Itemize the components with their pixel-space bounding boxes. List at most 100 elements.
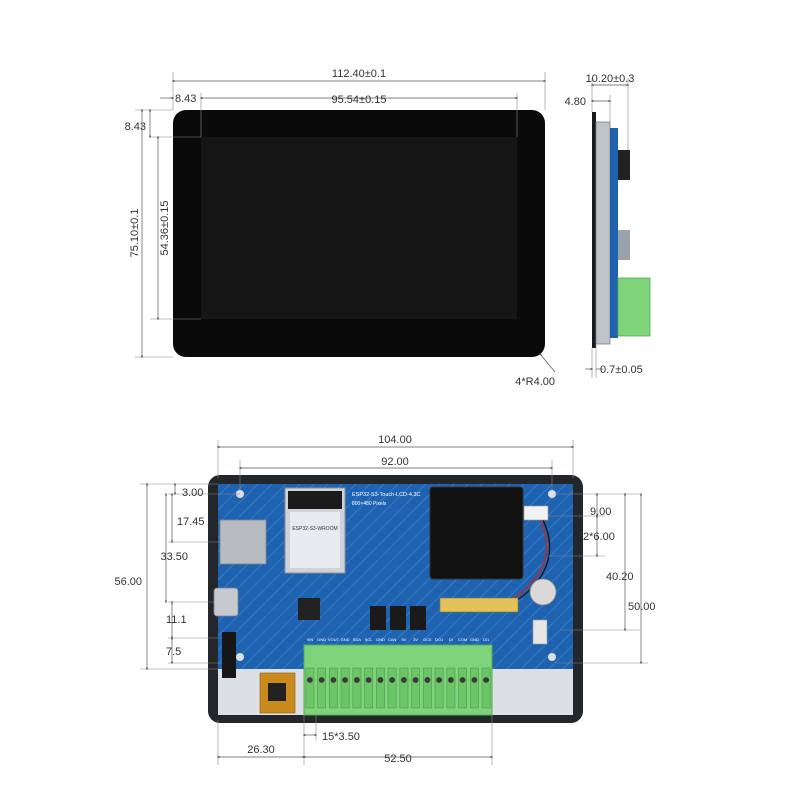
terminal-screw <box>318 677 325 683</box>
button <box>532 619 548 645</box>
terminal-slot <box>469 667 479 709</box>
terminal-slot <box>328 667 338 709</box>
terminal-label: DC5 <box>423 637 432 642</box>
pin-header <box>222 632 236 678</box>
terminal-screw <box>307 677 313 683</box>
silkscreen-title: ESP32-S3-Touch-LCD-4.3C <box>352 492 421 498</box>
jst-connector <box>523 505 549 521</box>
terminal-label: COM <box>458 637 467 642</box>
dim-back-height: 56.00 <box>114 576 142 588</box>
dim-back-top-offset: 3.00 <box>182 487 203 499</box>
terminal-label: CAN <box>388 637 397 642</box>
terminal-slot <box>422 667 432 709</box>
dim-back-width: 104.00 <box>378 434 412 446</box>
terminal-label: SCL <box>365 637 374 642</box>
dim-side-glass: 0.7±0.05 <box>600 364 643 376</box>
terminal-slot <box>352 667 362 709</box>
terminal-screws <box>305 667 491 709</box>
side-pcb <box>610 128 618 338</box>
dim-back-left-offset: 26.30 <box>247 744 275 756</box>
dim-back-right-top: 9.00 <box>590 506 611 518</box>
side-usb <box>618 230 630 260</box>
front-view: 112.40±0.1 8.43 95.54±0.15 8.43 75.10±0.… <box>125 68 556 388</box>
dim-back-usb-offset: 33.50 <box>160 551 188 563</box>
terminal-label: GND <box>341 637 350 642</box>
terminal-screw <box>424 677 431 683</box>
dim-back-terminal-width: 52.50 <box>384 753 412 765</box>
terminal-slot <box>317 667 326 709</box>
dim-back-right-overall: 50.00 <box>628 601 656 613</box>
side-view: 10.20±0.3 4.80 0.7±0.05 <box>565 73 651 378</box>
dim-back-header-pitch: 7.5 <box>166 646 181 658</box>
module-label: ESP32-S3-WROOM <box>292 526 337 532</box>
terminal-label: DI <box>449 637 453 642</box>
terminal-slot <box>305 667 315 709</box>
dim-front-bezel-top: 8.43 <box>125 121 146 133</box>
dim-front-bezel-left: 8.43 <box>175 93 196 105</box>
side-connector <box>618 150 630 180</box>
dim-back-tf-offset: 17.45 <box>177 516 205 528</box>
speaker <box>429 486 524 580</box>
terminal-label: SDA <box>353 637 362 642</box>
back-view: ESP32-S3-WROOM ESP32-S3-Touch-LCD-4.3C 8… <box>114 434 656 765</box>
terminal-slot <box>434 667 444 709</box>
dim-side-depth: 10.20±0.3 <box>586 73 635 85</box>
dim-front-screen-width: 95.54±0.15 <box>332 94 387 106</box>
terminal-screw <box>471 677 478 683</box>
terminal-screw <box>436 677 442 683</box>
speaker-wire <box>509 519 548 601</box>
dim-front-corner-radius: 4*R4.00 <box>515 376 555 388</box>
terminal-screw <box>412 677 419 683</box>
mount-hole <box>236 653 244 661</box>
dim-back-terminal-pitch: 15*3.50 <box>322 731 360 743</box>
dim-front-height: 75.10±0.1 <box>129 209 141 258</box>
usb-c-port <box>213 587 239 617</box>
side-terminal-block <box>617 277 651 337</box>
terminal-label: VIN <box>307 637 314 642</box>
mount-hole <box>548 490 556 498</box>
fpc-connector <box>439 597 519 613</box>
terminal-screw <box>448 677 454 683</box>
terminal-screw <box>377 677 384 683</box>
dim-back-usb-to-header: 11.1 <box>166 614 187 626</box>
terminal-slot <box>340 667 350 709</box>
terminal-slot <box>458 667 467 709</box>
display-active-area <box>201 137 517 319</box>
terminal-label: 5V <box>401 637 406 642</box>
terminal-slot <box>481 667 491 709</box>
terminal-screw <box>365 677 372 683</box>
terminal-label: DI1 <box>483 637 490 642</box>
terminal-label: GND <box>470 637 479 642</box>
terminal-screw <box>401 677 407 683</box>
rtc-battery <box>529 578 557 606</box>
side-frame <box>595 121 611 345</box>
dim-back-hole-spacing: 92.00 <box>381 456 409 468</box>
terminal-screw <box>342 677 348 683</box>
mount-hole <box>548 653 556 661</box>
terminal-label: 3V <box>413 637 418 642</box>
dim-back-right-height: 40.20 <box>606 571 634 583</box>
terminal-slot <box>411 667 420 709</box>
terminal-slot <box>375 667 385 709</box>
terminal-screw <box>483 677 489 683</box>
terminal-screw <box>354 677 360 683</box>
terminal-label: GND <box>376 637 385 642</box>
tf-card-slot <box>219 519 267 565</box>
chip <box>370 606 386 630</box>
dim-front-screen-height: 54.36±0.15 <box>159 201 171 256</box>
chip <box>390 606 406 630</box>
dim-front-width: 112.40±0.1 <box>332 68 386 80</box>
terminal-label: GND <box>317 637 326 642</box>
terminal-slot <box>399 667 409 709</box>
dim-back-right-pitch: 2*6.00 <box>583 531 615 543</box>
terminal-slot <box>387 667 397 709</box>
chip <box>298 598 320 620</box>
silkscreen-subtitle: 800×480 Pixels <box>352 501 387 507</box>
terminal-screw <box>459 677 466 683</box>
terminal-label: DO1 <box>435 637 444 642</box>
side-glass <box>592 112 596 348</box>
terminal-slot <box>364 667 373 709</box>
terminal-screw <box>389 677 395 683</box>
